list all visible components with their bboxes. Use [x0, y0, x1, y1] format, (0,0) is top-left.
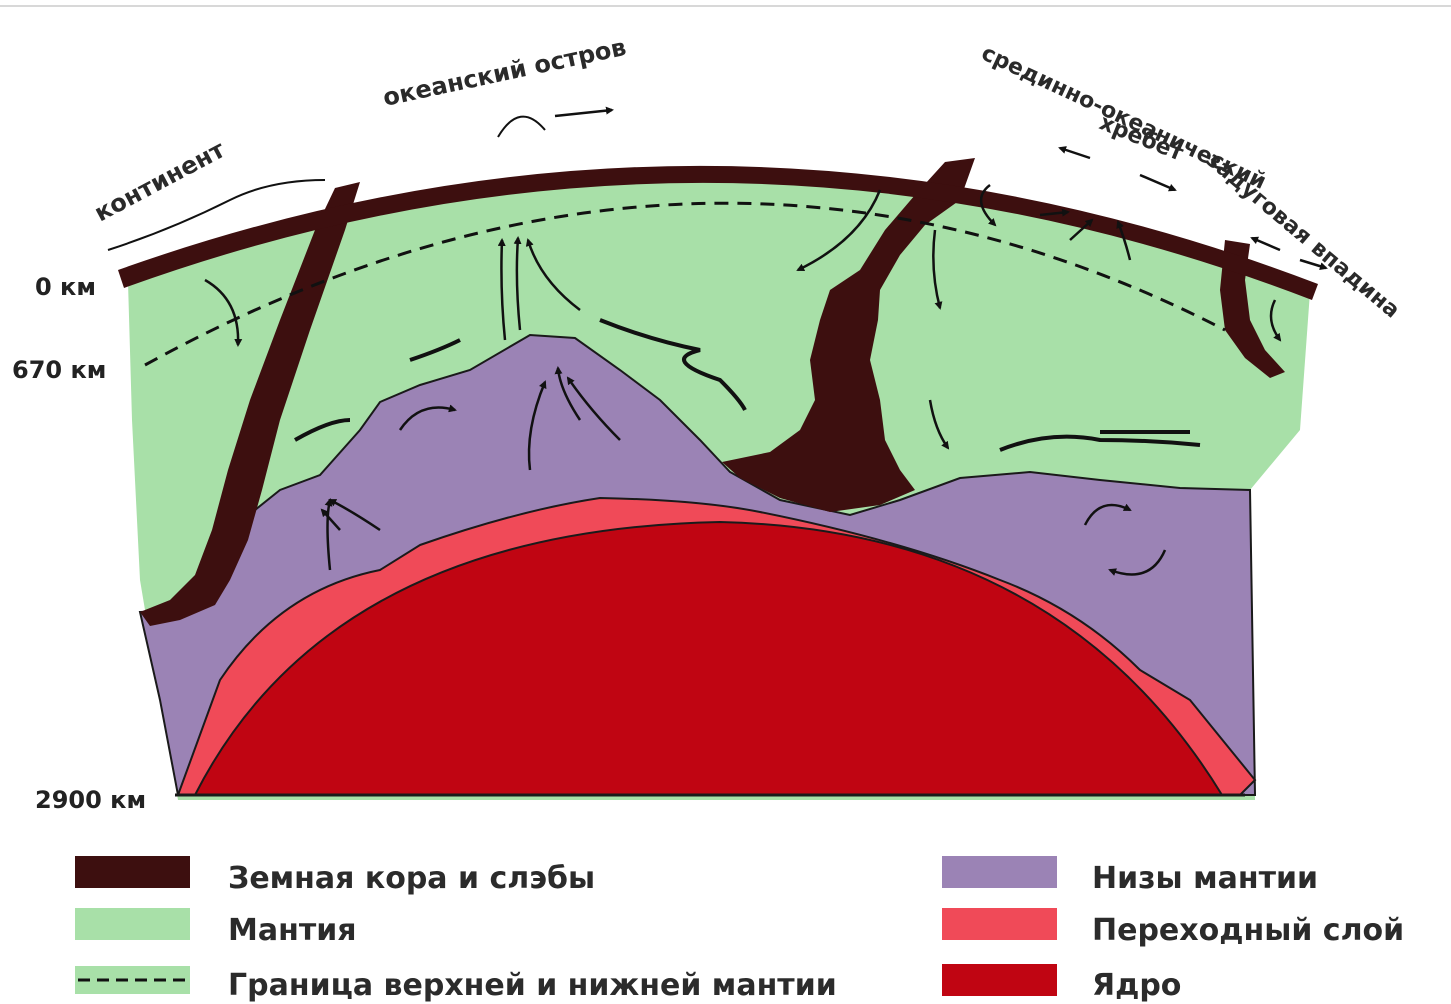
depth-2900-km: 2900 км	[35, 786, 146, 814]
depth-670-km: 670 км	[12, 356, 106, 384]
ocean-island-outline	[498, 117, 545, 137]
legend-swatch-mantle	[75, 908, 190, 940]
legend-swatch-lower-mantle	[942, 856, 1057, 888]
legend-swatch-core	[942, 964, 1057, 996]
ocean-island-label: океанский остров	[380, 33, 628, 112]
legend-label-lower-mantle: Низы мантии	[1092, 861, 1318, 896]
legend-label-transition: Переходный слой	[1092, 913, 1404, 948]
legend-label-mantle: Мантия	[228, 913, 357, 948]
legend-swatch-transition	[942, 908, 1057, 940]
continent-label: континент	[90, 135, 230, 227]
legend-label-boundary: Граница верхней и нижней мантии	[228, 968, 837, 1003]
legend-label-crust: Земная кора и слэбы	[228, 861, 595, 896]
depth-0-km: 0 км	[35, 273, 96, 301]
legend-swatch-crust	[75, 856, 190, 888]
legend: Земная кора и слэбы Мантия Граница верхн…	[75, 856, 1404, 1003]
legend-swatch-boundary	[75, 966, 190, 994]
legend-label-core: Ядро	[1092, 968, 1181, 1003]
